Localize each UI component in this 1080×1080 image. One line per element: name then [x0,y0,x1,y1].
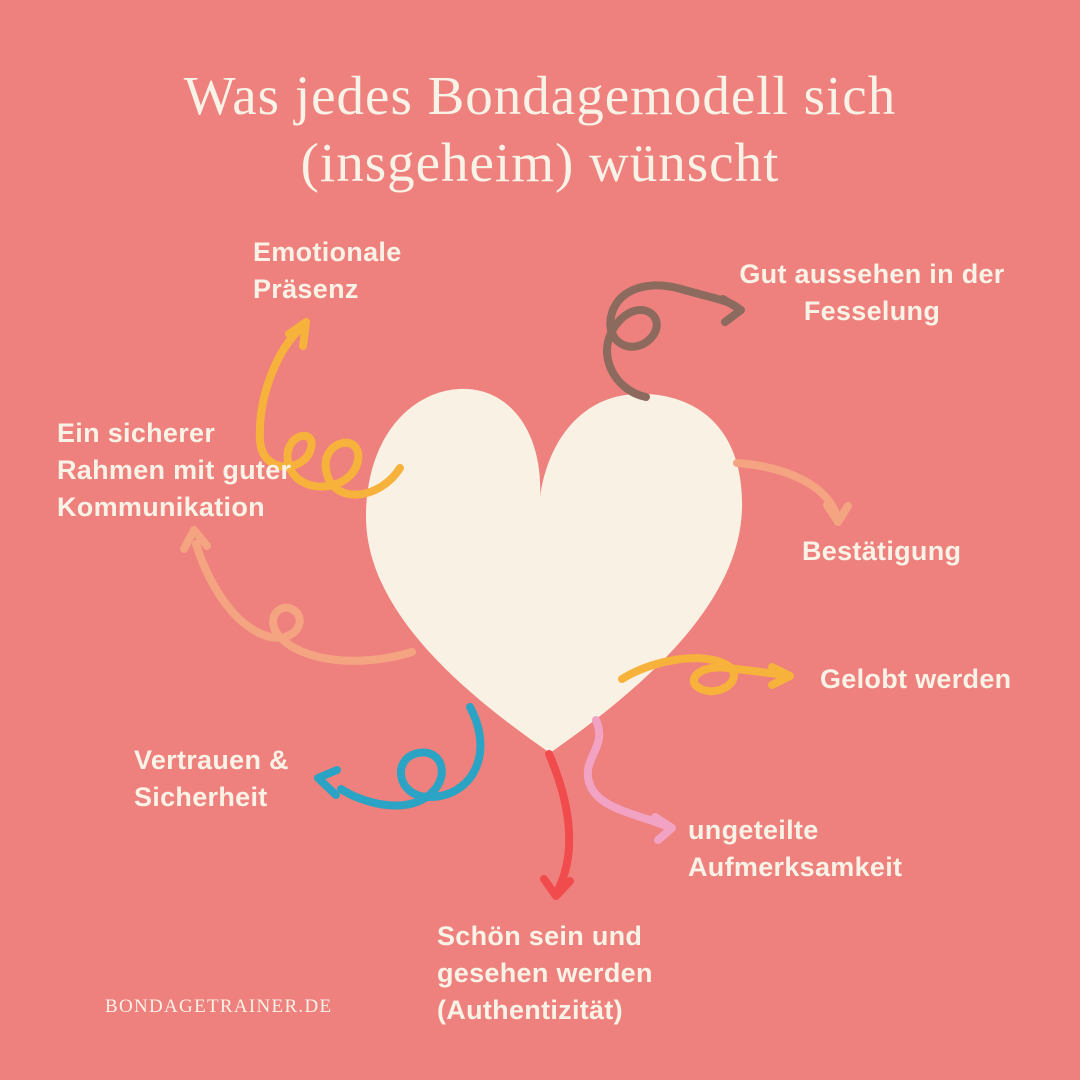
label-line: Präsenz [253,274,359,304]
arrow-ungeteilte-aufmerksamkeit-icon [583,716,676,844]
arrow-vertrauen-sicherheit-icon [314,703,485,810]
label-schoen-sein: Schön sein und gesehen werden (Authentiz… [437,918,653,1029]
brand-footer: BONDAGETRAINER.DE [105,996,333,1017]
label-line: Ein sicherer [57,418,216,448]
page-title-line-2: (insgeheim) wünscht [300,132,780,193]
arrow-ein-sicherer-rahmen-icon [180,526,416,665]
label-line: Schön sein und [437,921,643,951]
label-line: Aufmerksamkeit [688,852,903,882]
arrow-schoen-sein-icon [540,750,574,900]
label-line: Rahmen mit guter [57,455,292,485]
page-title: Was jedes Bondagemodell sich (insgeheim)… [0,62,1080,196]
label-bestaetigung: Bestätigung [802,533,961,570]
label-line: Bestätigung [802,536,962,566]
label-emotionale-praesenz: Emotionale Präsenz [253,234,402,308]
arrow-bestaetigung-icon [733,459,852,526]
arrow-gelobt-werden-icon [618,654,794,695]
label-line: (Authentizität) [437,995,623,1025]
arrow-gut-aussehen-icon [603,281,745,401]
label-line: Gelobt werden [820,664,1012,694]
label-gut-aussehen: Gut aussehen in der Fesselung [722,256,1022,330]
label-line: Gut aussehen in der [739,259,1005,289]
label-line: gesehen werden [437,958,653,988]
label-line: Vertrauen & [134,745,289,775]
label-line: Kommunikation [57,492,265,522]
label-ungeteilte-aufmerksamkeit: ungeteilte Aufmerksamkeit [688,812,902,886]
heart-icon [365,388,743,753]
arrow-emotionale-praesenz-icon [255,318,404,499]
label-line: Emotionale [253,237,402,267]
label-vertrauen-sicherheit: Vertrauen & Sicherheit [134,742,289,816]
label-gelobt-werden: Gelobt werden [820,661,1011,698]
label-ein-sicherer-rahmen: Ein sicherer Rahmen mit guter Kommunikat… [57,415,291,526]
label-line: Sicherheit [134,782,268,812]
page-title-line-1: Was jedes Bondagemodell sich [183,65,897,126]
label-line: Fesselung [803,296,941,326]
label-line: ungeteilte [688,815,819,845]
